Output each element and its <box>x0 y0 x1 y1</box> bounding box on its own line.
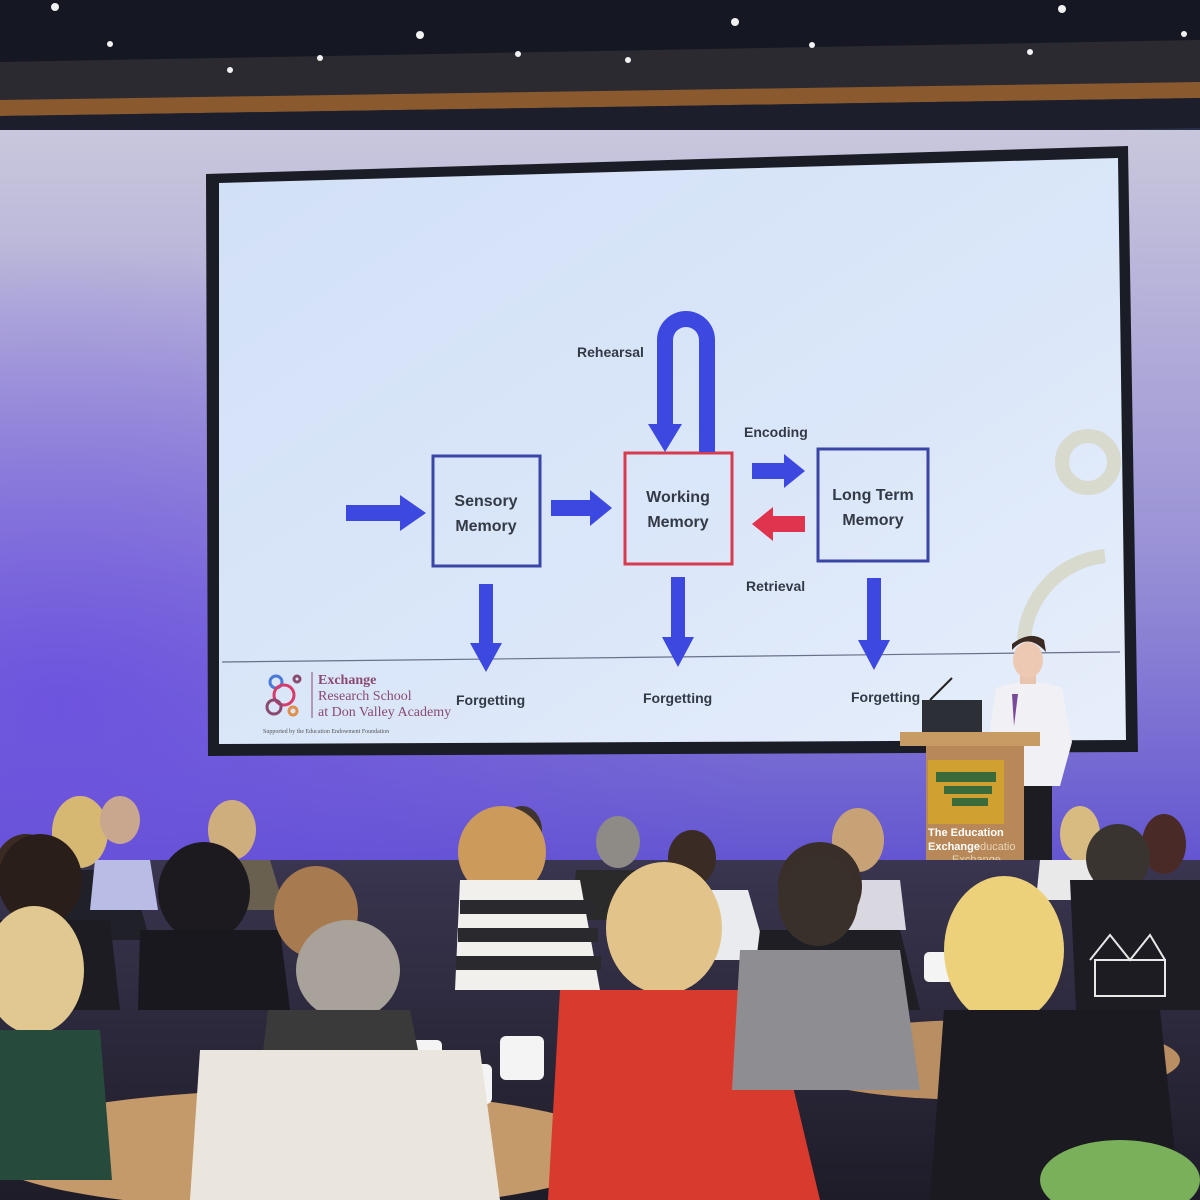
rehearsal-label: Rehearsal <box>577 344 644 360</box>
decorative-rings <box>1017 429 1121 641</box>
forgetting-label-working: Forgetting <box>643 690 712 706</box>
rehearsal-loop-arrow <box>648 311 715 452</box>
encoding-label: Encoding <box>744 424 808 440</box>
lectern-ghost-text-1: ducatio <box>980 841 1015 853</box>
logo-line-1: Exchange <box>318 673 376 688</box>
working-memory-label-2: Memory <box>647 514 708 531</box>
forgetting-label-long-term: Forgetting <box>851 689 920 705</box>
sensory-memory-box <box>431 454 542 568</box>
logo-rings-icon <box>265 674 302 717</box>
forgetting-label-sensory: Forgetting <box>456 692 525 708</box>
working-memory-box <box>623 451 734 566</box>
working-memory-label-1: Working <box>646 489 710 506</box>
memory-model-diagram: Sensory Memory Working Memory Long Term … <box>221 311 1121 708</box>
input-arrow <box>346 495 426 531</box>
retrieval-label: Retrieval <box>746 578 805 594</box>
laptop <box>922 700 982 734</box>
long-term-memory-box <box>816 447 930 563</box>
forgetting-arrow-long-term <box>858 578 890 670</box>
footer-line <box>221 651 1121 663</box>
audience <box>0 796 1200 1200</box>
sensory-to-working-arrow <box>551 490 612 526</box>
forgetting-arrow-working <box>662 577 694 667</box>
research-school-logo: Exchange Research School at Don Valley A… <box>263 672 451 735</box>
logo-supported-text: Supported by the Education Endowment Fou… <box>263 729 389 735</box>
ceiling-lights <box>51 3 1187 73</box>
projection-screen <box>206 146 1138 756</box>
ceiling <box>0 0 1200 150</box>
lectern-text-line-1: The Education <box>928 827 1004 839</box>
sensory-memory-label-1: Sensory <box>454 493 517 510</box>
retrieval-arrow <box>752 507 805 541</box>
lectern-text-line-2: Exchange <box>928 841 980 853</box>
microphone <box>929 677 953 701</box>
forgetting-arrow-sensory <box>470 584 502 672</box>
long-term-memory-label-2: Memory <box>842 512 903 529</box>
encoding-arrow <box>752 454 805 488</box>
logo-line-3: at Don Valley Academy <box>318 705 451 720</box>
logo-line-2: Research School <box>318 689 412 704</box>
front-row-attendees <box>0 854 1200 1200</box>
long-term-memory-label-1: Long Term <box>832 487 913 504</box>
sensory-memory-label-2: Memory <box>455 518 516 535</box>
